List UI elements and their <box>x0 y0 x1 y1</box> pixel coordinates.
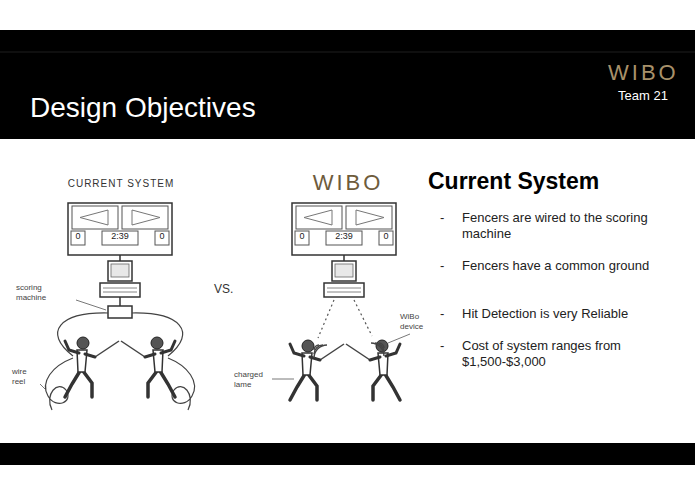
timer: 2:39 <box>102 231 138 242</box>
leader-line <box>388 334 410 343</box>
score: 0 <box>295 231 309 242</box>
vs-label: VS. <box>214 282 244 296</box>
callout-label: WiBo device <box>400 312 440 331</box>
bullet-text: Hit Detection is very Reliable <box>462 306 677 322</box>
bullet-text: Fencers have a common ground <box>462 258 677 274</box>
bullet-text: Cost of system ranges from $1,500-$3,000 <box>462 338 677 369</box>
leader-line <box>40 384 46 390</box>
bullet-dash: - <box>440 338 452 354</box>
scoring-machine <box>108 306 132 318</box>
team-label: Team 21 <box>618 88 688 104</box>
panel-label: CURRENT SYSTEM <box>66 178 176 190</box>
bullet-text: Fencers are wired to the scoring machine <box>462 210 677 241</box>
section-heading: Current System <box>428 168 678 196</box>
score: 0 <box>379 231 393 242</box>
slide-title: Design Objectives <box>30 91 256 125</box>
logo: WIBO <box>308 170 388 196</box>
bullet-dash: - <box>440 210 452 226</box>
bullet-dash: - <box>440 306 452 322</box>
callout-label: scoring machine <box>16 283 74 302</box>
bullet-dash: - <box>440 258 452 274</box>
wire-reel <box>46 358 73 410</box>
callout-label: charged lame <box>234 370 272 389</box>
leader-line <box>272 379 294 380</box>
header-rule <box>0 52 695 53</box>
timer: 2:39 <box>326 231 362 242</box>
logo: WIBO <box>608 60 688 86</box>
wire-reel <box>168 358 195 410</box>
callout-label: wire reel <box>12 367 40 386</box>
score: 0 <box>155 231 169 242</box>
current-system-figure <box>40 203 195 410</box>
wibo-system-figure <box>272 203 410 400</box>
header-bar <box>0 30 695 139</box>
footer-bar <box>0 443 695 465</box>
leader-line <box>76 300 106 310</box>
score: 0 <box>71 231 85 242</box>
